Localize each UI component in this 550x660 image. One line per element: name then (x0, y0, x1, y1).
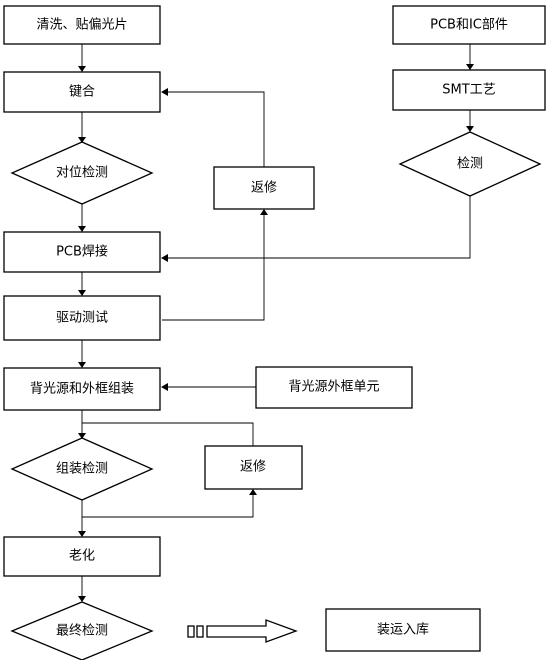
arrowhead-left (161, 383, 168, 391)
arrowhead-down (78, 66, 86, 72)
node-pcb-welding: PCB焊接 (3, 231, 161, 273)
node-label: 老化 (69, 549, 95, 564)
arrowhead-down (466, 64, 474, 70)
arrowhead-down (78, 290, 86, 296)
connector-inspection-to-pcb-welding (162, 196, 471, 259)
node-label: PCB焊接 (56, 244, 108, 260)
block-arrow-icon (206, 619, 298, 643)
arrowhead-left (161, 254, 168, 262)
node-label: 组装检测 (56, 462, 108, 477)
node-label: 背光源外框单元 (288, 380, 379, 395)
node-assembly-inspection: 组装检测 (10, 437, 154, 501)
arrowhead-down (78, 596, 86, 602)
arrowhead-down (78, 137, 86, 143)
node-backlight-assembly: 背光源和外框组装 (3, 367, 161, 411)
dash-block (187, 625, 195, 638)
connector-assembly-inspection-to-rework-bottom (82, 490, 254, 518)
node-smt-process: SMT工艺 (392, 69, 546, 111)
node-final-inspection: 最终检测 (10, 601, 154, 660)
arrowhead-down (78, 531, 86, 537)
node-rework-top: 返修 (213, 166, 315, 210)
node-pack-ship: 装运入库 (325, 608, 481, 652)
dash-block (196, 625, 204, 638)
arrowhead-down (78, 362, 86, 368)
arrowhead-down (466, 126, 474, 132)
arrowhead-up (260, 209, 268, 215)
node-rework-bottom: 返修 (204, 445, 303, 490)
node-backlight-frame-unit: 背光源外框单元 (255, 366, 413, 409)
arrowhead-down (78, 226, 86, 232)
arrowhead-up (249, 489, 257, 495)
node-label: 背光源和外框组装 (30, 382, 134, 397)
node-pcb-ic-parts: PCB和IC部件 (392, 5, 546, 45)
node-label: 返修 (251, 181, 277, 196)
connector-rework-top-to-bonding (162, 91, 265, 167)
node-clean-polarizer: 清洗、贴偏光片 (3, 5, 161, 45)
node-label: 装运入库 (377, 622, 429, 638)
connector-rework-bottom-to-assembly (82, 422, 254, 446)
arrowhead-down (78, 433, 86, 439)
hollow-arrow-to-ship (187, 619, 298, 643)
node-drive-test: 驱动测试 (3, 295, 161, 341)
node-aging: 老化 (3, 536, 161, 577)
node-label: 返修 (240, 460, 266, 475)
connector-drive-to-rework-top (162, 210, 265, 321)
node-alignment-inspection: 对位检测 (10, 141, 154, 205)
arrowhead-left (161, 88, 168, 96)
node-label: 清洗、贴偏光片 (36, 18, 127, 33)
node-label: 最终检测 (56, 623, 108, 639)
node-label: 检测 (457, 157, 483, 172)
node-label: 驱动测试 (56, 311, 108, 326)
node-label: SMT工艺 (442, 83, 495, 98)
node-label: 键合 (69, 85, 95, 100)
node-inspection-right: 检测 (398, 131, 542, 197)
node-label: 对位检测 (56, 166, 108, 181)
node-bonding: 键合 (3, 71, 161, 113)
node-label: PCB和IC部件 (430, 18, 508, 33)
